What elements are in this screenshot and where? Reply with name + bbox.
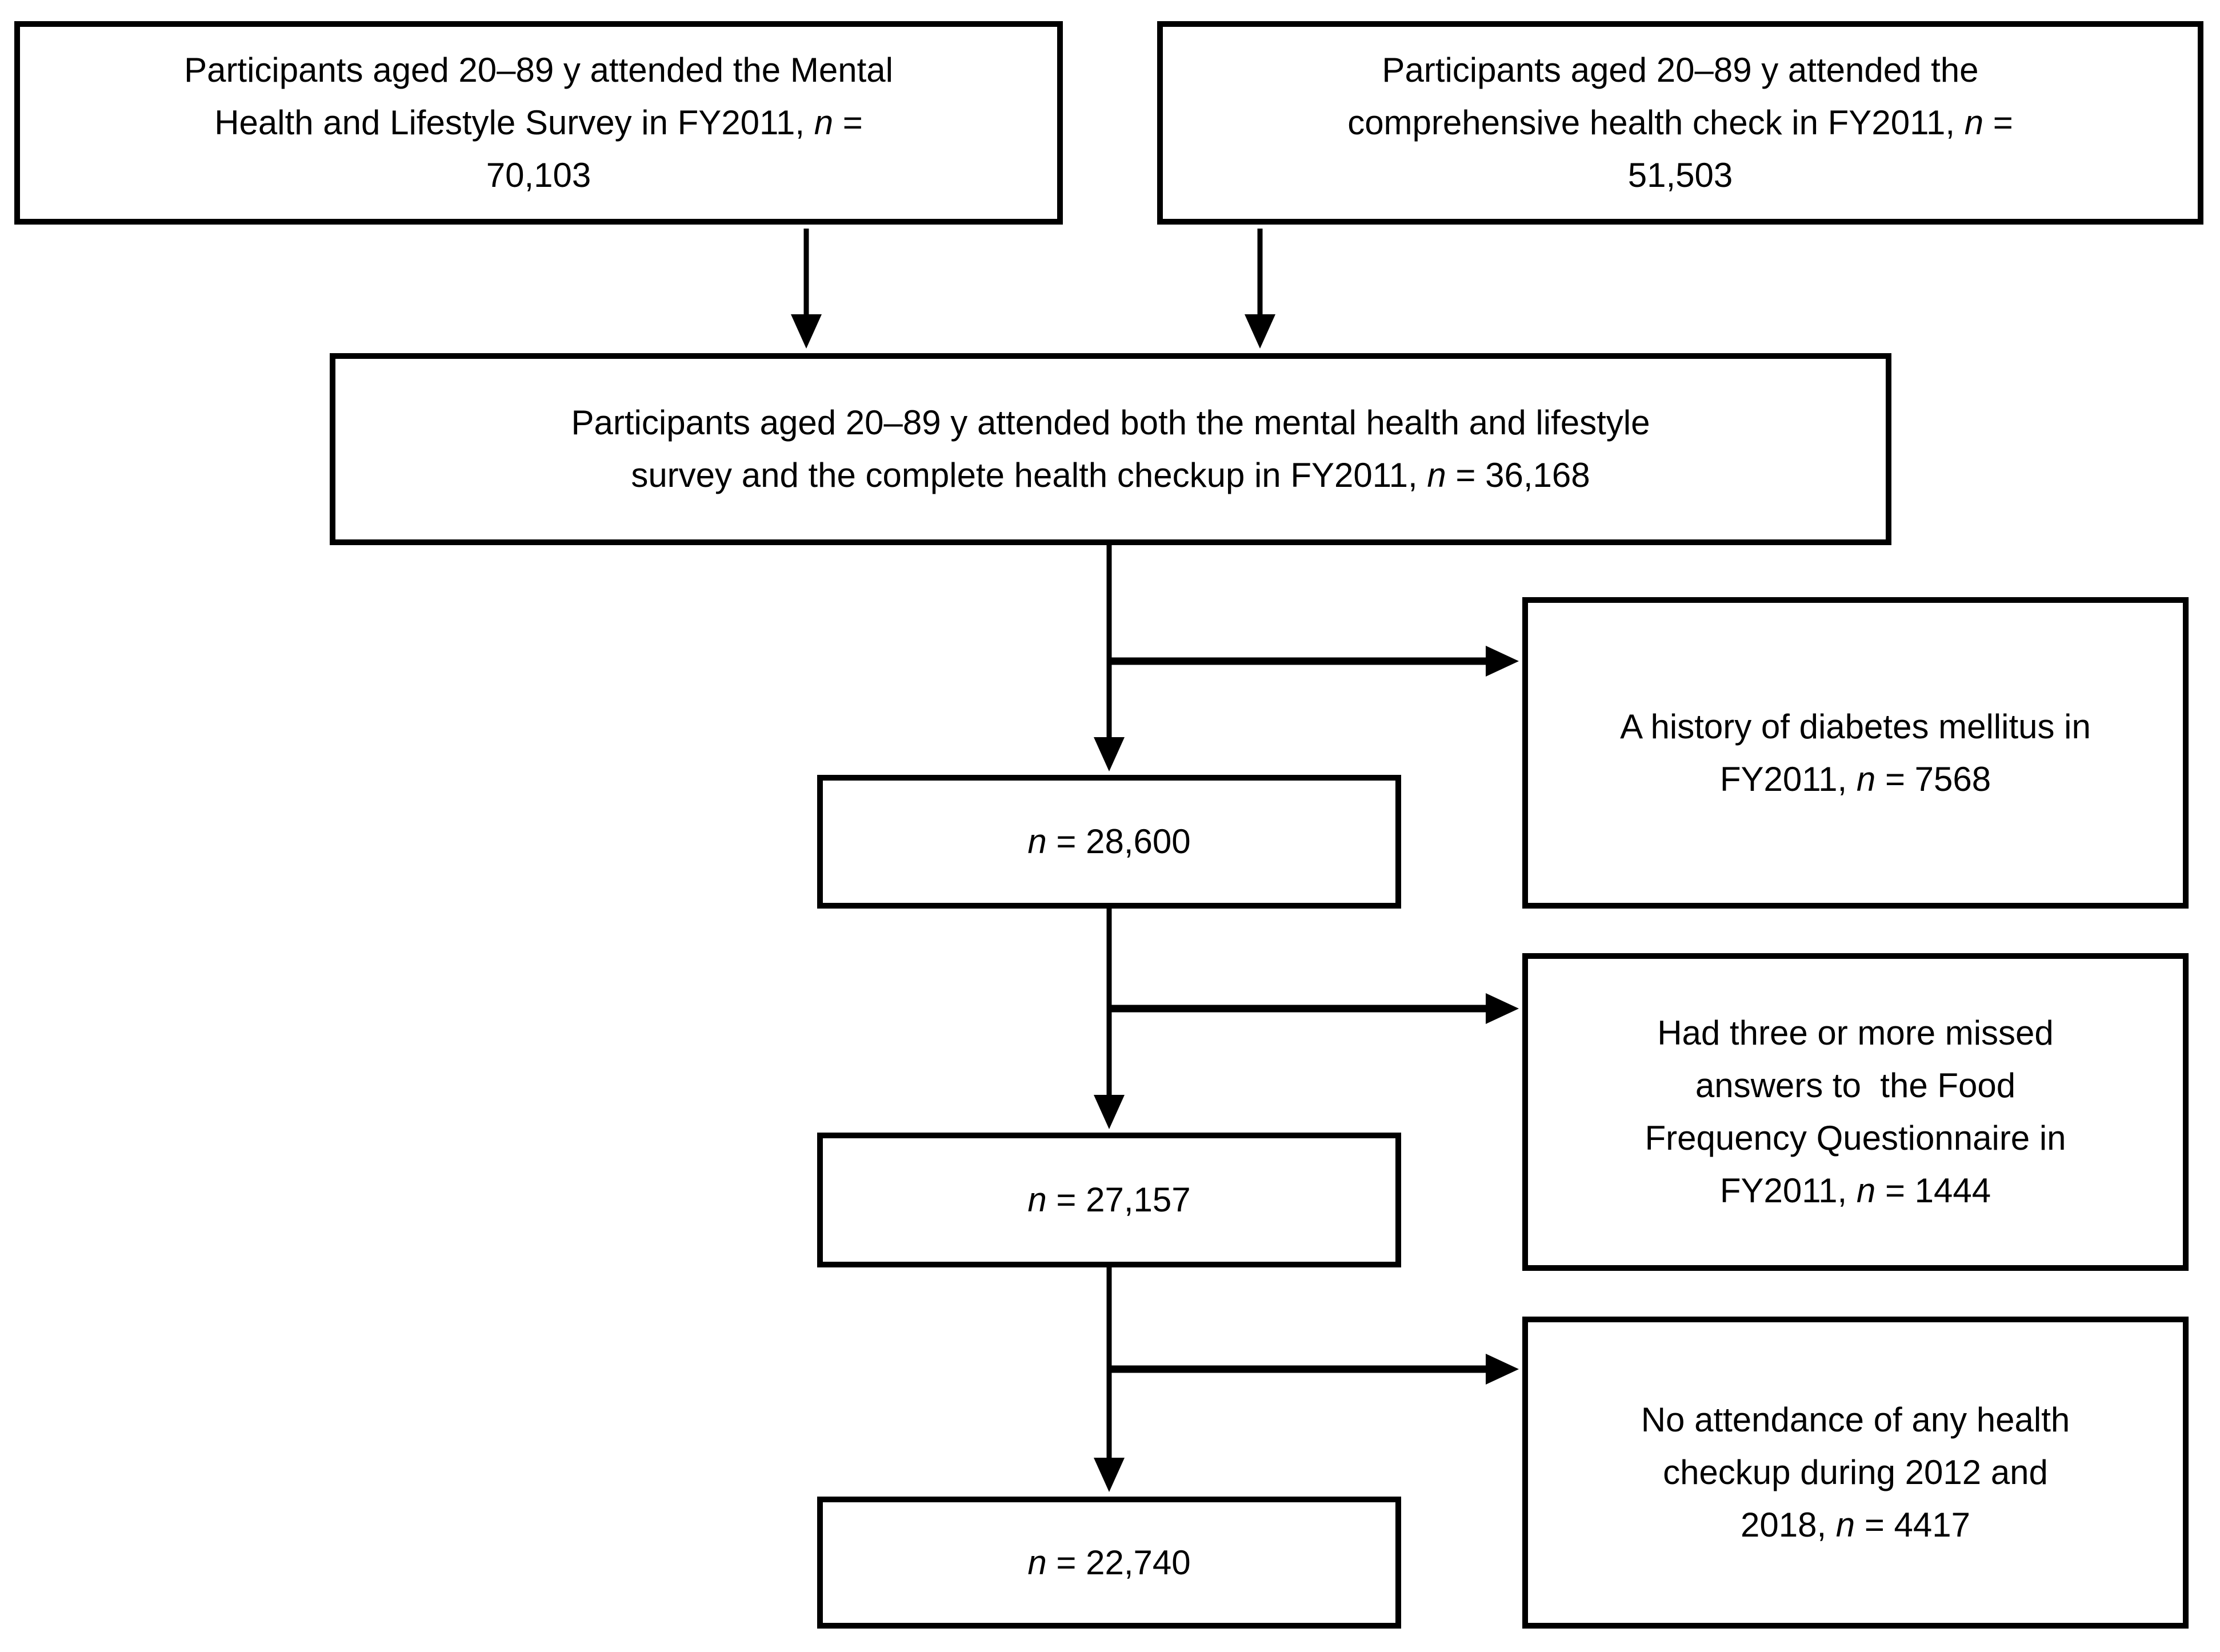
arrow-check-to-both — [1245, 229, 1275, 349]
node-exclusion-ffq-missing: Had three or more missed answers to the … — [1522, 953, 2189, 1271]
node-step1-count-label: n = 28,600 — [1027, 822, 1191, 861]
node-exclusion-no-attendance: No attendance of any health checkup duri… — [1522, 1317, 2189, 1629]
node-comprehensive-health-check-label: Participants aged 20–89 y attended the c… — [1347, 51, 2013, 194]
node-step3-count: n = 22,740 — [817, 1497, 1401, 1629]
arrow-both-to-step1 — [1094, 545, 1125, 771]
node-attended-both-label: Participants aged 20–89 y attended both … — [571, 403, 1650, 494]
node-mental-health-survey: Participants aged 20–89 y attended the M… — [14, 21, 1063, 225]
arrow-branch-to-diabetes — [1109, 646, 1519, 677]
node-exclusion-no-attendance-label: No attendance of any health checkup duri… — [1641, 1401, 2070, 1544]
node-mental-health-survey-label: Participants aged 20–89 y attended the M… — [184, 51, 893, 194]
node-exclusion-diabetes: A history of diabetes mellitus in FY2011… — [1522, 597, 2189, 909]
arrow-survey-to-both — [791, 229, 822, 349]
node-step2-count: n = 27,157 — [817, 1133, 1401, 1267]
node-exclusion-diabetes-label: A history of diabetes mellitus in FY2011… — [1620, 707, 2091, 798]
arrow-step2-to-step3 — [1094, 1267, 1125, 1492]
node-exclusion-ffq-missing-label: Had three or more missed answers to the … — [1645, 1014, 2066, 1210]
node-step3-count-label: n = 22,740 — [1027, 1543, 1191, 1582]
arrow-branch-to-no-attendance — [1109, 1354, 1519, 1385]
node-step1-count: n = 28,600 — [817, 775, 1401, 909]
node-step2-count-label: n = 27,157 — [1027, 1181, 1191, 1219]
node-attended-both: Participants aged 20–89 y attended both … — [330, 353, 1891, 545]
node-comprehensive-health-check: Participants aged 20–89 y attended the c… — [1157, 21, 2203, 225]
arrow-step1-to-step2 — [1094, 909, 1125, 1129]
arrow-branch-to-ffq — [1109, 993, 1519, 1024]
